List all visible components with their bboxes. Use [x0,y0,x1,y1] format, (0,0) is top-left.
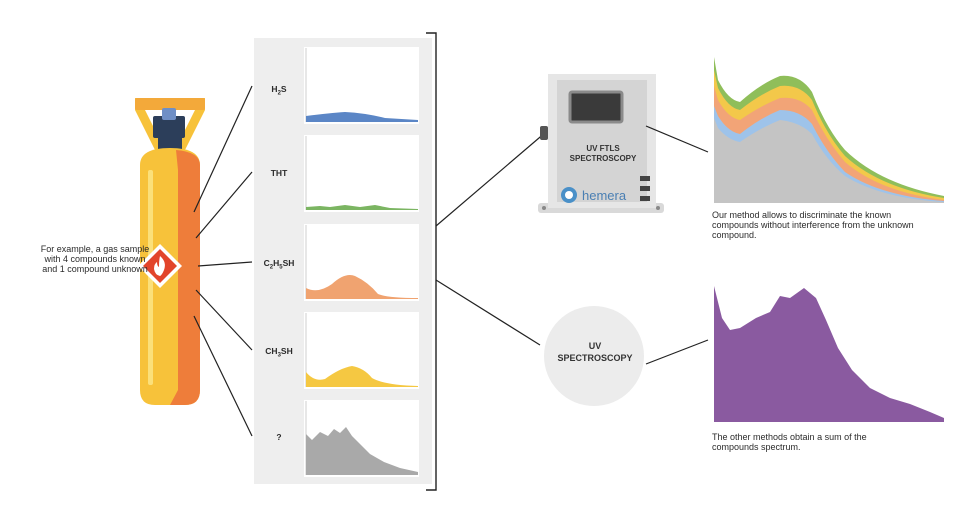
uv-title: UV SPECTROSCOPY [540,340,650,364]
spectrum-box-tht [304,135,419,212]
ftls-stacked-spectrum [714,57,944,203]
cylinder-connectors [193,85,253,437]
device-brand: hemera [582,188,627,203]
uv-sum-spectrum [714,286,944,422]
connector-to-ftls [435,131,547,227]
spectrum-box-unknown [304,400,419,477]
connector-to-uv [435,279,541,346]
device-title-line2: SPECTROSCOPY [569,154,637,163]
label-ch3sh: CH3SH [265,346,293,359]
label-c2h5sh: C2H5SH [263,258,295,271]
device-title: UV FTLS SPECTROSCOPY [548,144,658,164]
ftls-device-icon [538,74,664,213]
uv-title-line2: SPECTROSCOPY [557,353,633,363]
label-h2s: H2S [271,84,287,97]
uv-title-line1: UV [588,341,602,351]
hazard-flame-icon [138,244,182,288]
uv-spectroscopy-circle [544,306,644,406]
caption-uv: The other methods obtain a sum of the co… [712,432,867,452]
spectrum-box-h2s [304,47,419,124]
device-title-line1: UV FTLS [586,144,620,153]
connector-ftls-to-chart [645,125,709,153]
connector-uv-to-chart [645,339,709,365]
bracket [426,32,437,491]
spectrum-box-c2h5sh [304,224,419,301]
intro-text: For example, a gas sample with 4 compoun… [40,244,150,274]
spectrum-box-ch3sh [304,312,419,389]
label-unknown: ? [276,432,282,442]
caption-ftls: Our method allows to discriminate the kn… [712,210,914,240]
label-tht: THT [270,168,288,178]
gas-cylinder-icon [135,98,205,405]
